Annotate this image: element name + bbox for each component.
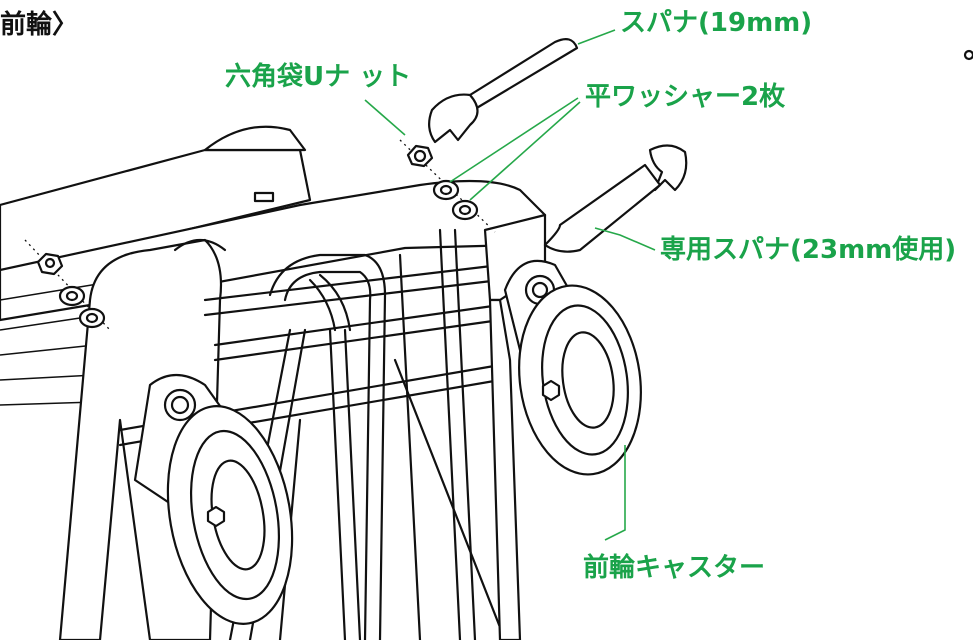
label-spanner-19mm: スパナ(19mm): [620, 8, 813, 38]
edge-mark: [963, 49, 973, 61]
section-heading: 前輪〉: [0, 10, 79, 40]
left-caster: [133, 373, 294, 625]
label-special-spanner: 専用スパナ(23mm使用): [660, 235, 957, 265]
frame-top-plate: [0, 125, 547, 406]
spanner-19mm: [428, 37, 579, 144]
label-flat-washer: 平ワッシャー2枚: [585, 82, 786, 112]
right-caster: [503, 259, 642, 476]
label-hex-cap-nut: 六角袋Uナ ット: [225, 62, 412, 92]
right-fastener-set: [399, 139, 496, 233]
left-fastener-set: [24, 239, 111, 331]
label-front-caster: 前輪キャスター: [583, 553, 766, 583]
leader-lines: [364, 29, 656, 541]
special-spanner-23mm: [543, 144, 688, 253]
